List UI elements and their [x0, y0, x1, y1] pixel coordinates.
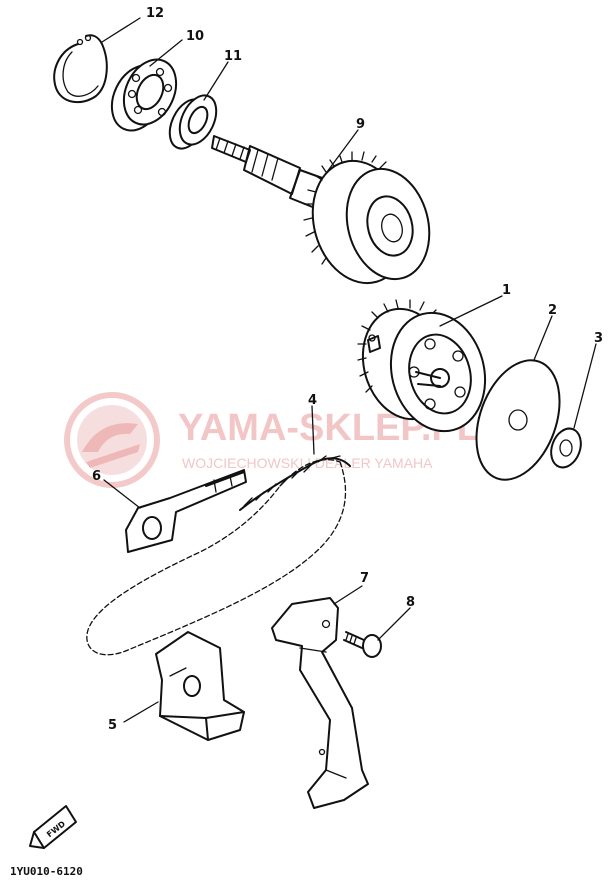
part-10-ball-bearing: [110, 58, 178, 132]
callout-12: 12: [146, 6, 164, 21]
fwd-direction-badge: FWD: [29, 805, 77, 849]
callout-10: 10: [186, 29, 204, 44]
watermark-logo: [64, 392, 160, 488]
part-8-bolt: [343, 631, 382, 658]
part-6-chain-guide: [125, 469, 247, 553]
leader-lines: [101, 17, 597, 723]
callout-4: 4: [308, 393, 317, 408]
callout-7: 7: [360, 571, 369, 586]
callout-11: 11: [224, 49, 242, 64]
callout-9: 9: [356, 117, 365, 132]
callout-5: 5: [108, 718, 117, 733]
watermark-tagline: WOJCIECHOWSKI | DEALER YAMAHA: [182, 455, 433, 471]
callout-8: 8: [406, 595, 415, 610]
callout-2: 2: [548, 303, 557, 318]
part-11-oil-seal: [168, 94, 218, 150]
part-1-driven-gear: [357, 299, 487, 433]
part-4-chain: [86, 455, 351, 656]
callouts: 12 10 11 9 1 2 3 4 6 5 7 8: [92, 6, 603, 733]
part-12-circlip: [53, 34, 108, 104]
part-2-plate: [475, 359, 561, 481]
part-9-drive-shaft-gear: [211, 135, 431, 285]
callout-3: 3: [594, 331, 603, 346]
part-3-washer: [550, 427, 582, 469]
diagram-code: 1YU010-6120: [10, 865, 83, 878]
watermark: YAMA-SKLEP.PL WOJCIECHOWSKI | DEALER YAM…: [64, 392, 480, 488]
part-5-tensioner: [155, 631, 245, 741]
part-7-bracket: [271, 597, 369, 809]
callout-1: 1: [502, 283, 511, 298]
callout-6: 6: [92, 469, 101, 484]
